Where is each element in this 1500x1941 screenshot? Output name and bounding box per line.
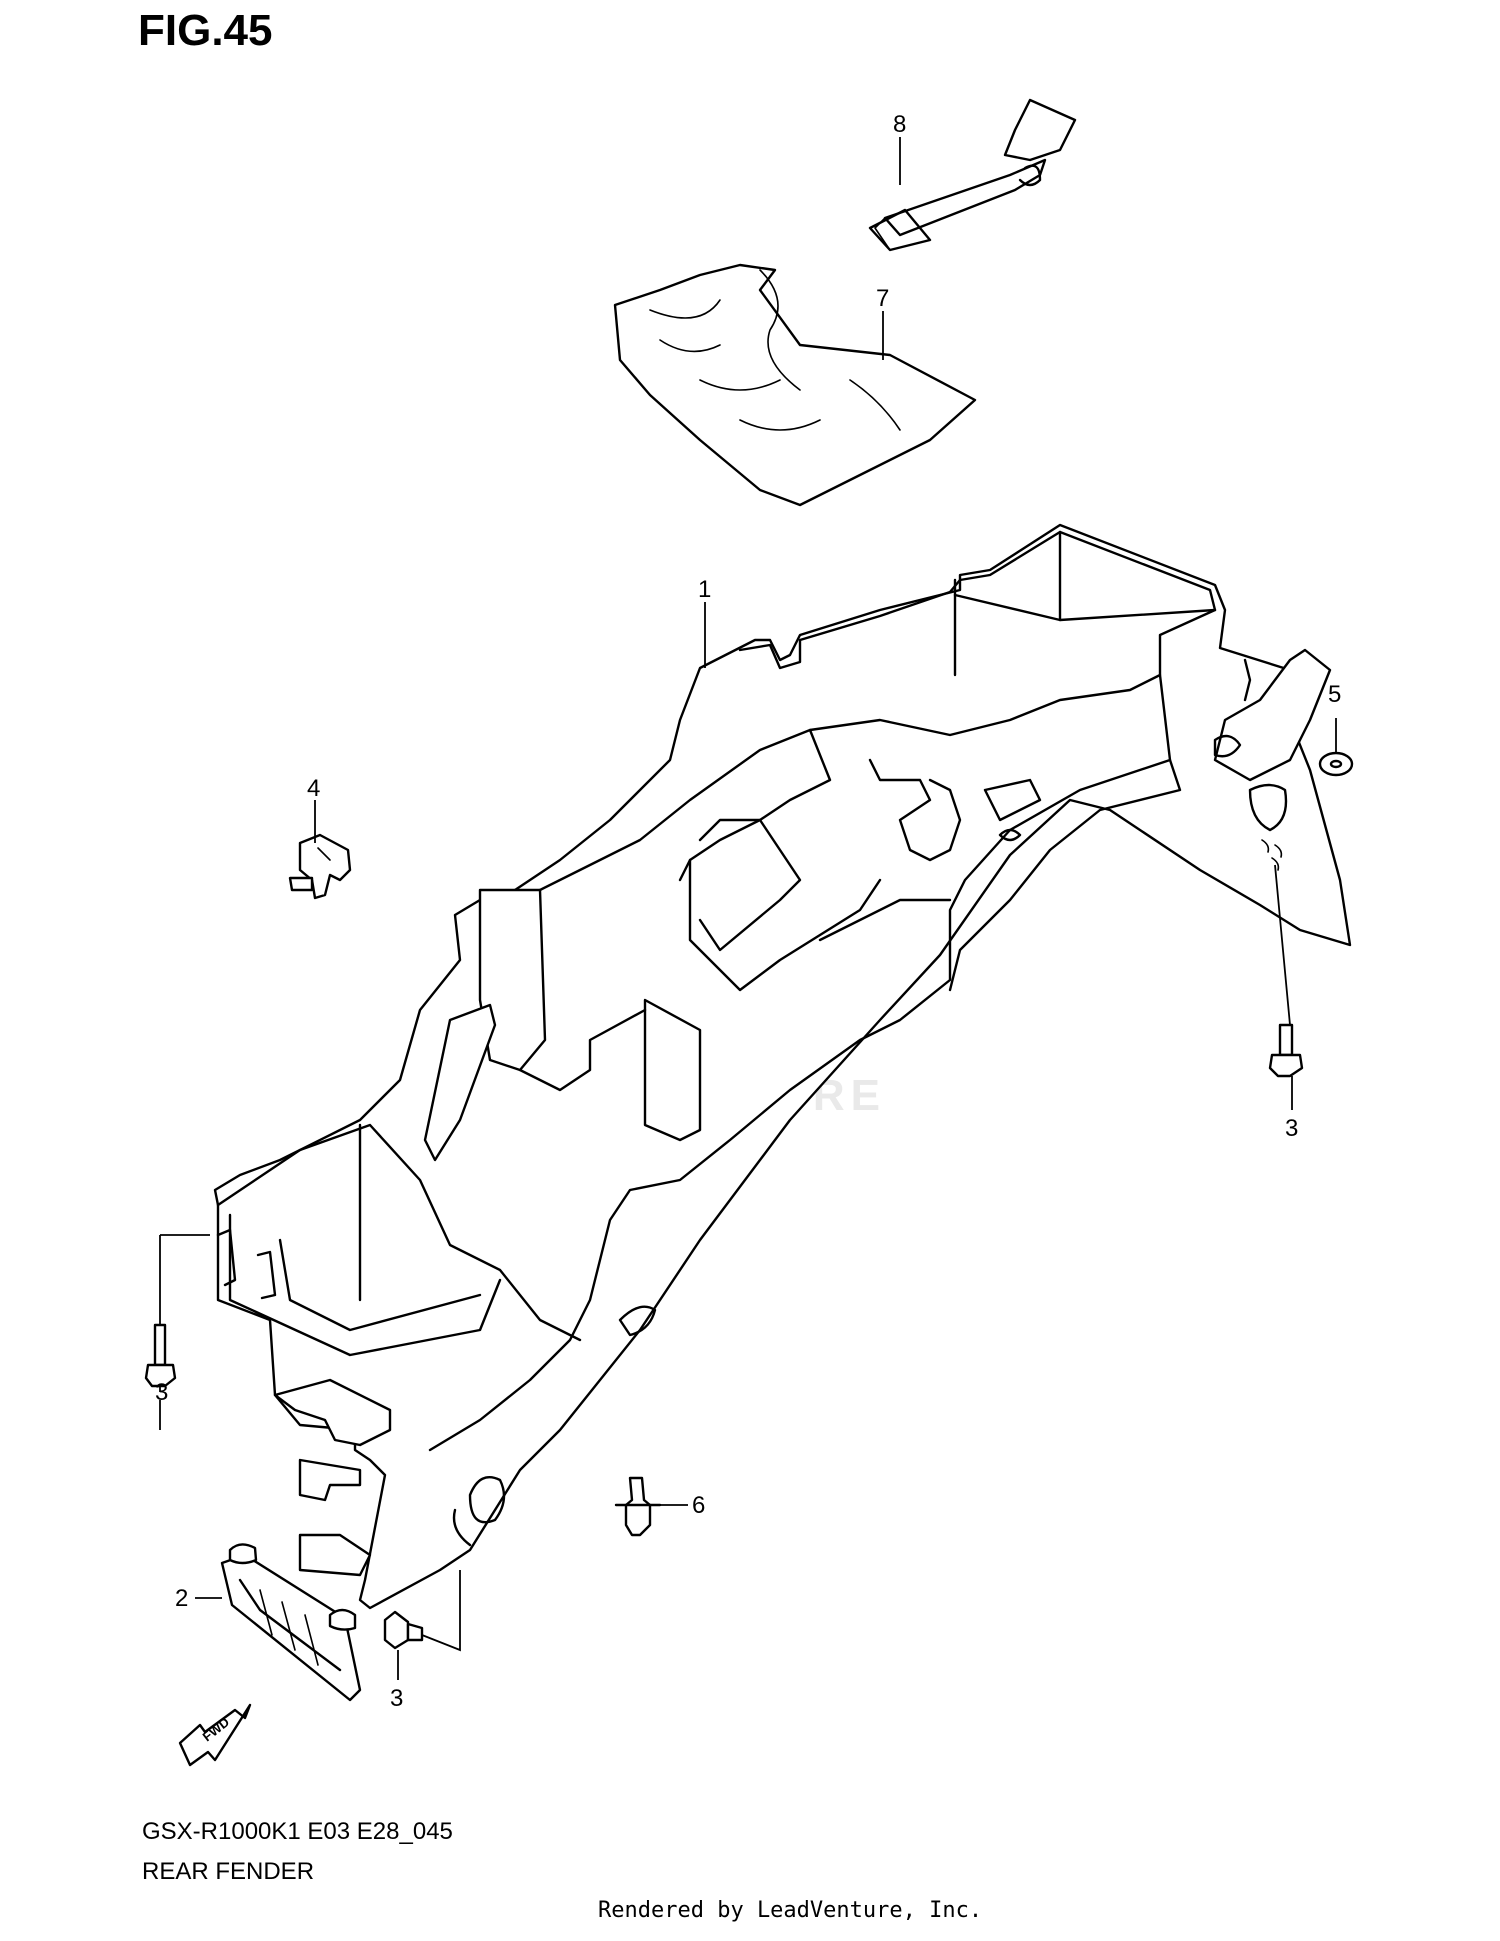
- part-5-washer[interactable]: [1318, 751, 1354, 777]
- leader-lines: [159, 137, 1337, 1680]
- figure-title: FIG.45: [138, 6, 273, 55]
- fwd-direction-arrow: FWD: [178, 1703, 252, 1767]
- model-code: GSX-R1000K1 E03 E28_045: [142, 1818, 453, 1845]
- callout-3-bottom: 3: [390, 1685, 403, 1712]
- callout-5: 5: [1328, 681, 1341, 708]
- part-3-bolt-bottom[interactable]: [383, 1610, 424, 1650]
- callout-6: 6: [692, 1492, 705, 1519]
- callout-4: 4: [307, 775, 320, 802]
- part-7-battery-sheet[interactable]: [613, 263, 977, 507]
- callout-3-right: 3: [1285, 1115, 1298, 1142]
- figure-name: REAR FENDER: [142, 1858, 315, 1885]
- part-2-reflector[interactable]: [220, 1543, 362, 1702]
- part-1-rear-fender[interactable]: [213, 523, 1352, 1610]
- callout-8: 8: [893, 111, 906, 138]
- callout-1: 1: [698, 576, 711, 603]
- part-4-clamp[interactable]: [288, 833, 352, 900]
- callout-2: 2: [175, 1585, 188, 1612]
- callout-3-left: 3: [155, 1379, 168, 1406]
- part-3-bolt-right[interactable]: [1268, 1023, 1304, 1078]
- render-credit: Rendered by LeadVenture, Inc.: [598, 1898, 983, 1923]
- part-3-bolt-left[interactable]: [144, 1323, 177, 1388]
- callout-7: 7: [876, 285, 889, 312]
- part-6-clip[interactable]: [614, 1476, 662, 1537]
- part-8-battery-strap[interactable]: [868, 98, 1077, 252]
